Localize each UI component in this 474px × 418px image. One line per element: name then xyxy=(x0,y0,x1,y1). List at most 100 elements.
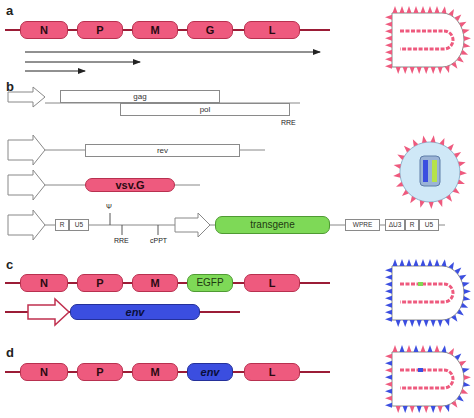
glycoprotein-spike xyxy=(403,406,408,413)
glycoprotein-spike xyxy=(460,170,467,175)
glycoprotein-spike xyxy=(410,320,415,327)
glycoprotein-spike xyxy=(462,368,469,373)
glycoprotein-spike xyxy=(396,406,401,413)
promoter-arrow xyxy=(28,299,69,325)
glycoprotein-spike xyxy=(424,406,429,413)
gene-box: U5 xyxy=(69,219,89,231)
gene-name: R xyxy=(60,222,65,229)
gene-box: R xyxy=(55,219,69,231)
gene-name: vsv.G xyxy=(115,180,144,191)
glycoprotein-spike xyxy=(435,345,440,352)
glycoprotein-spike xyxy=(385,36,392,41)
gene-name: R xyxy=(410,222,415,229)
panel-letter: a xyxy=(6,4,13,17)
promoter-arrow xyxy=(8,170,45,200)
gene-name: U5 xyxy=(425,222,433,229)
rna-genome xyxy=(432,160,437,182)
glycoprotein-spike xyxy=(385,296,392,301)
glycoprotein-spike xyxy=(438,67,443,74)
glycoprotein-spike xyxy=(421,345,426,352)
glycoprotein-spike xyxy=(413,139,418,146)
glycoprotein-spike xyxy=(424,320,429,327)
glycoprotein-spike xyxy=(403,320,408,327)
gene-name: M xyxy=(150,278,159,289)
gene-name: P xyxy=(96,367,103,378)
glycoprotein-spike xyxy=(463,43,470,48)
glycoprotein-spike xyxy=(463,296,470,301)
rna-genome xyxy=(400,284,453,302)
gene-name: N xyxy=(40,25,48,36)
glycoprotein-spike xyxy=(461,303,468,308)
gene-name: gag xyxy=(133,93,146,101)
glycoprotein-spike xyxy=(407,6,412,13)
glycoprotein-spike xyxy=(462,282,469,287)
glycoprotein-spike xyxy=(439,138,444,145)
transcript-arrow xyxy=(25,52,320,53)
gene-name: ΔU3 xyxy=(389,222,402,229)
glycoprotein-spike xyxy=(463,382,470,387)
glycoprotein-spike xyxy=(402,190,409,196)
gene-name: N xyxy=(40,367,48,378)
glycoprotein-spike xyxy=(414,6,419,13)
glycoprotein-spike xyxy=(445,405,450,412)
gene-box: EGFP xyxy=(187,274,233,292)
glycoprotein-spike xyxy=(385,289,392,294)
glycoprotein-spike xyxy=(458,179,465,184)
glycoprotein-spike xyxy=(458,162,465,167)
glycoprotein-spike xyxy=(435,259,440,266)
gene-box: P xyxy=(77,363,123,381)
gene-name: env xyxy=(201,367,220,378)
glycoprotein-spike xyxy=(464,289,471,294)
glycoprotein-spike xyxy=(428,259,433,266)
promoter-arrow xyxy=(175,213,210,237)
glycoprotein-spike xyxy=(404,146,411,153)
gene-box: N xyxy=(20,363,68,381)
glycoprotein-spike xyxy=(385,303,392,308)
glycoprotein-spike xyxy=(385,389,392,394)
glycoprotein-spike xyxy=(385,354,392,359)
glycoprotein-spike xyxy=(457,395,464,401)
glycoprotein-spike xyxy=(454,354,461,361)
gene-box: ΔU3 xyxy=(385,219,405,231)
glycoprotein-spike xyxy=(385,22,392,27)
glycoprotein-spike xyxy=(393,6,398,13)
glycoprotein-spike xyxy=(385,382,392,387)
glycoprotein-spike xyxy=(396,182,403,187)
gene-box: P xyxy=(77,274,123,292)
glycoprotein-spike xyxy=(400,345,405,352)
glycoprotein-spike xyxy=(397,155,404,161)
glycoprotein-spike xyxy=(464,375,471,380)
glycoprotein-spike xyxy=(438,199,443,206)
glycoprotein-spike xyxy=(407,345,412,352)
glycoprotein-spike xyxy=(448,9,454,16)
rna-genome xyxy=(400,370,453,388)
glycoprotein-spike xyxy=(459,275,466,280)
gene-name: L xyxy=(269,278,276,289)
promoter-arrow xyxy=(8,210,45,240)
glycoprotein-spike xyxy=(445,66,450,73)
glycoprotein-spike xyxy=(417,406,422,413)
glycoprotein-spike xyxy=(451,62,457,69)
glycoprotein-spike xyxy=(385,50,392,55)
transcript-arrow xyxy=(25,71,85,72)
glycoprotein-spike xyxy=(457,56,464,62)
glycoprotein-spike xyxy=(385,310,392,315)
glycoprotein-spike xyxy=(422,136,427,143)
glycoprotein-spike xyxy=(385,368,392,373)
panel-letter: b xyxy=(6,80,14,93)
glycoprotein-spike xyxy=(385,268,392,273)
glycoprotein-spike xyxy=(446,195,452,202)
gene-box: L xyxy=(244,363,300,381)
gene-box: M xyxy=(132,274,178,292)
gene-name: L xyxy=(269,367,276,378)
glycoprotein-spike xyxy=(438,320,443,327)
transcript-arrow xyxy=(25,62,140,63)
gene-name: L xyxy=(269,25,276,36)
gene-box: N xyxy=(20,21,68,39)
glycoprotein-spike xyxy=(393,173,400,178)
glycoprotein-spike xyxy=(457,309,464,315)
glycoprotein-spike xyxy=(385,15,392,20)
glycoprotein-spike xyxy=(454,152,461,158)
virion-envelope xyxy=(392,352,464,406)
